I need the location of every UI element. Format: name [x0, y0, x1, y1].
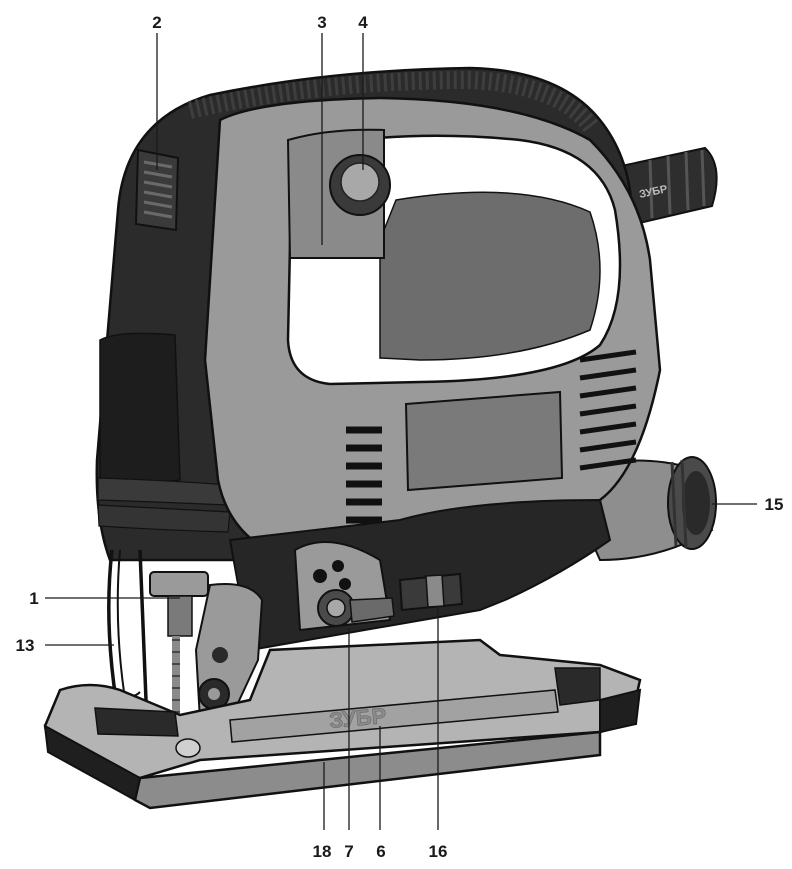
callout-15: 15: [765, 495, 784, 514]
callout-16: 16: [429, 842, 448, 861]
cord-brand-text: ЗУБР: [638, 183, 668, 201]
base-brand-text: ЗУБР: [328, 703, 387, 733]
callout-3: 3: [317, 13, 326, 32]
roller-guide: [194, 583, 264, 721]
callout-6: 6: [376, 842, 385, 861]
callout-4: 4: [358, 13, 368, 32]
callout-labels: 2 3 4 1 13 15 18 7 6 16: [16, 13, 784, 861]
cord-strain-relief: ЗУБР: [610, 146, 718, 230]
blade-guard: [107, 549, 148, 710]
base-plate: ЗУБР: [43, 638, 642, 810]
speed-control-wheel[interactable]: [134, 148, 180, 232]
callout-7: 7: [344, 842, 353, 861]
callout-1: 1: [29, 589, 38, 608]
blower-switch[interactable]: [398, 572, 464, 612]
callout-2: 2: [152, 13, 161, 32]
callout-18: 18: [313, 842, 332, 861]
bevel-lock-lever[interactable]: [317, 589, 395, 627]
side-cover: [203, 96, 662, 562]
callout-13: 13: [16, 636, 35, 655]
callout-leaders: [45, 33, 757, 830]
lock-on-button[interactable]: [329, 154, 391, 216]
